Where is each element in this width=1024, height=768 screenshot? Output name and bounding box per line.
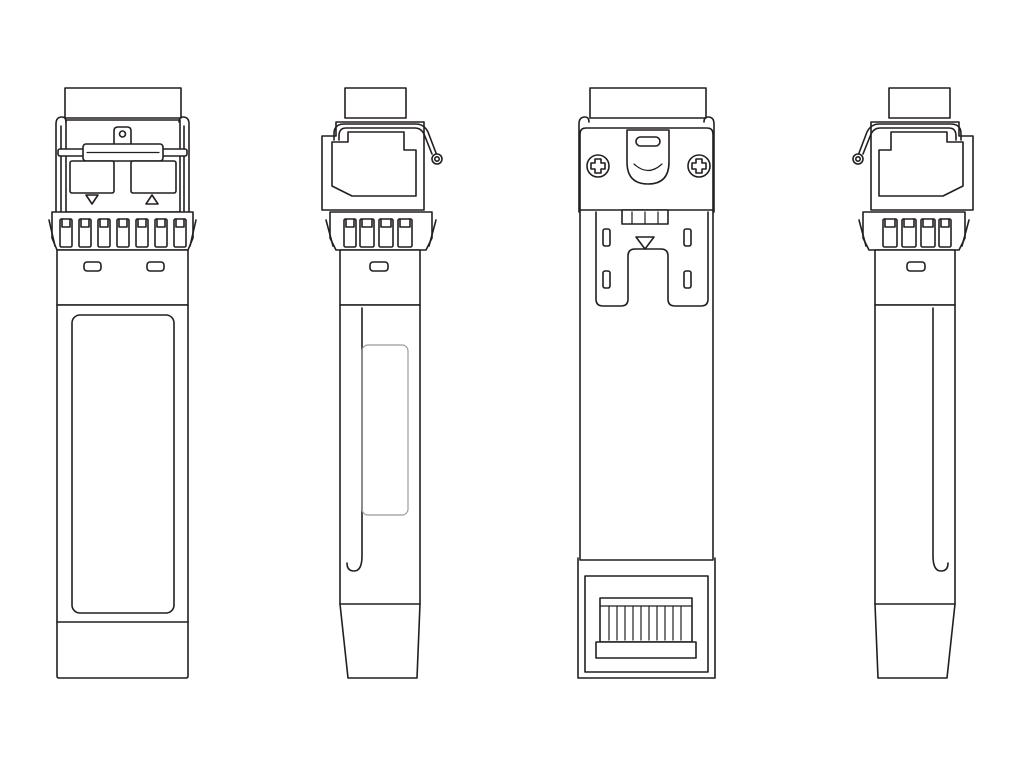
grip-rib (173, 218, 187, 248)
triangle-up-icon (145, 194, 159, 205)
bail-arm-right (703, 116, 715, 213)
center-latch-slot (635, 136, 661, 147)
collar-slot (906, 261, 926, 272)
grip-rib (901, 218, 917, 248)
side-rail (932, 307, 949, 572)
bail-wire-outer (333, 123, 437, 154)
plate-slot (602, 228, 611, 247)
top-cap (344, 87, 407, 119)
grip-rib-notch (380, 218, 392, 228)
bail-arm-left (578, 116, 590, 213)
collar (874, 249, 956, 306)
grip-rib-notch (80, 218, 90, 228)
latch-mechanism (331, 131, 417, 197)
grip-ribs (59, 218, 187, 248)
plate-slot (683, 270, 692, 289)
grip-bracket-right (189, 219, 197, 247)
base-plate (595, 211, 709, 307)
plate-slot (602, 270, 611, 289)
bail-wire-loop-inner (855, 156, 862, 163)
bail-wire-inner (862, 127, 957, 155)
screw-icon (586, 154, 610, 178)
grip-rib-notch (156, 218, 166, 228)
module-side-view-left (321, 87, 443, 679)
bail-wire-outer (858, 123, 962, 154)
knob-pin (118, 130, 127, 138)
collar-slot-left (83, 261, 102, 272)
collar-slot-right (146, 261, 165, 272)
triangle-down-icon (635, 236, 655, 250)
edge-connector (599, 597, 693, 643)
grip-rib (882, 218, 898, 248)
label-area (71, 314, 175, 614)
grip-rib-notch (884, 218, 896, 228)
grip-rib (378, 218, 394, 248)
grip-rib-notch (175, 218, 185, 228)
grip-rib (78, 218, 92, 248)
module-bottom-view (577, 87, 716, 679)
grip-bracket-left (48, 219, 56, 247)
connector-frame-outer (577, 557, 716, 679)
center-latch-arc (633, 163, 663, 172)
screw-icon (687, 154, 711, 178)
grip-rib (97, 218, 111, 248)
edge-connector-pins (599, 605, 693, 641)
grip-rib (397, 218, 413, 248)
bail-wire-loop-inner (433, 156, 440, 163)
grip-rib-notch (345, 218, 355, 228)
connector-frame-inner (584, 575, 709, 673)
edge-connector-base (595, 641, 697, 659)
screw-cross-left (590, 158, 606, 174)
grip-rib-notch (940, 218, 950, 228)
grip-rib (116, 218, 130, 248)
top-cap (64, 87, 182, 119)
grip-rib (59, 218, 73, 248)
latch-catch-detail (631, 211, 659, 225)
grip-rib (938, 218, 952, 248)
latch-mechanism (878, 131, 964, 197)
latch-block (870, 121, 974, 211)
grip-rib-notch (361, 218, 373, 228)
grip-ribs (343, 218, 413, 248)
grip-rib-notch (137, 218, 147, 228)
grip-bracket-right (428, 219, 437, 247)
grip-rib (135, 218, 149, 248)
collar-slot (369, 261, 389, 272)
port-opening-left (69, 160, 115, 194)
grip-bracket-right (858, 219, 867, 247)
grip-rib-notch (61, 218, 71, 228)
grip-rib (920, 218, 936, 248)
collar (56, 249, 189, 306)
top-cap (888, 87, 951, 119)
latch-block (321, 121, 425, 211)
side-rail (346, 307, 363, 572)
grip-rib (343, 218, 357, 248)
grip-bracket-left (961, 219, 970, 247)
grip-rib-notch (399, 218, 411, 228)
grip-rib-notch (99, 218, 109, 228)
screw-cross-right (691, 158, 707, 174)
grip-rib (359, 218, 375, 248)
top-cap (589, 87, 707, 119)
bail-wire-inner (338, 127, 433, 155)
module-front-view (48, 87, 197, 679)
label-area (361, 344, 409, 516)
module-side-view-right (852, 87, 974, 679)
grip-rib-notch (922, 218, 934, 228)
bail-arm-right (178, 116, 190, 213)
grip-ribs (882, 218, 952, 248)
plate-slot (683, 228, 692, 247)
bail-arm-left (55, 116, 67, 213)
triangle-down-icon (85, 194, 99, 205)
collar (339, 249, 421, 306)
grip-rib-notch (903, 218, 915, 228)
grip-bracket-left (325, 219, 334, 247)
module-body (874, 304, 956, 679)
port-opening-right (130, 160, 177, 194)
grip-rib (154, 218, 168, 248)
grip-rib-notch (118, 218, 128, 228)
